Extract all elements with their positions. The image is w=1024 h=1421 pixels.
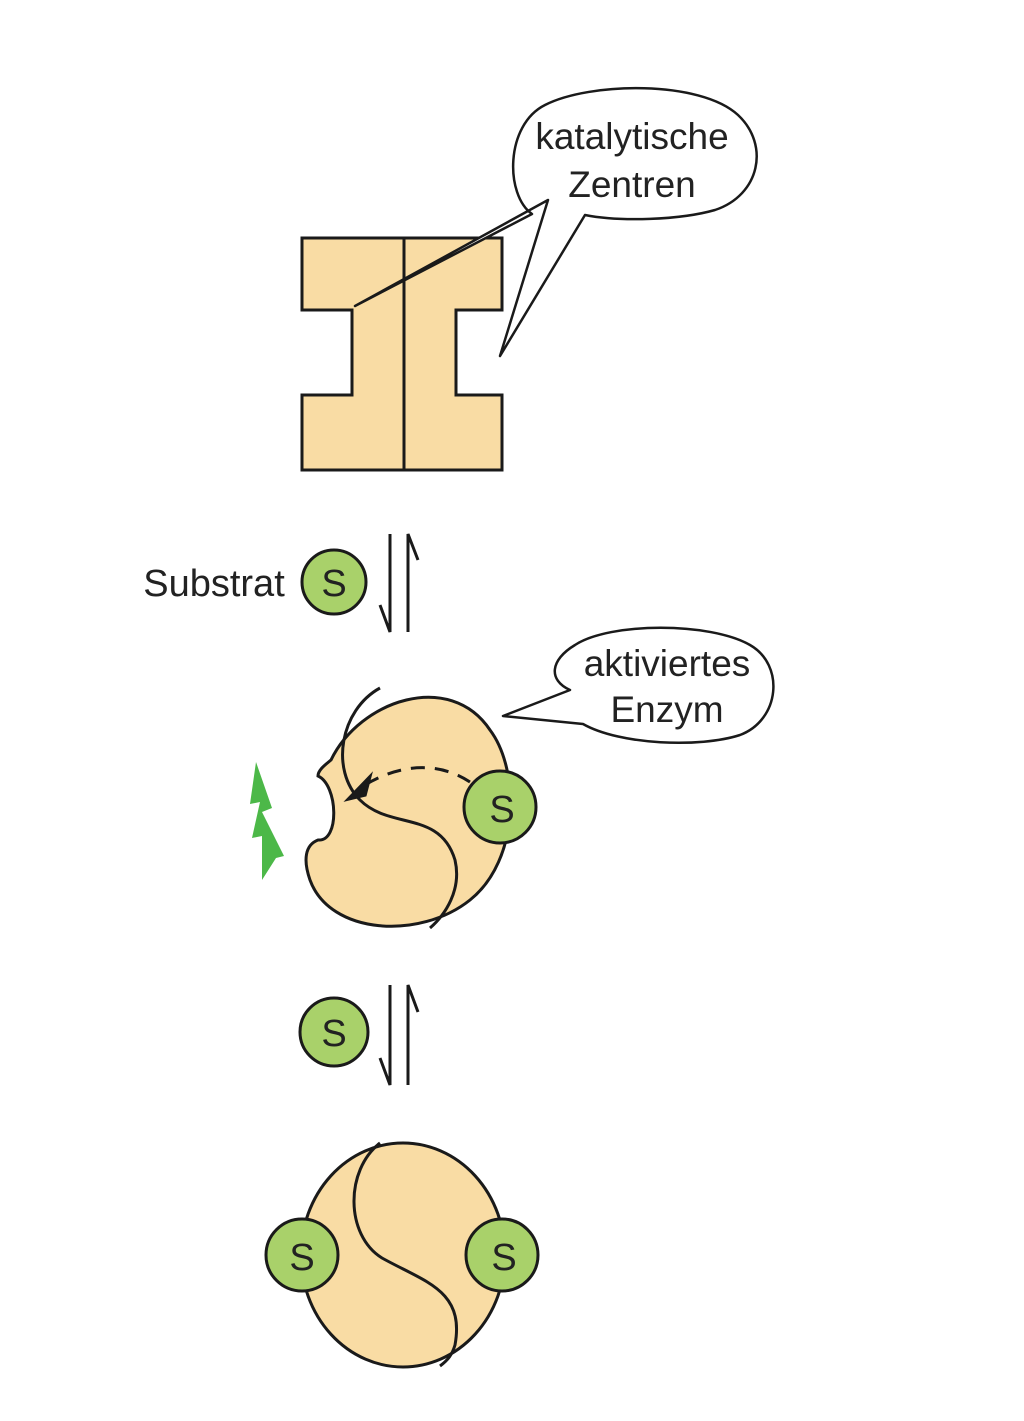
substrate-symbol: S <box>289 1237 314 1279</box>
callout-catalytic-centers: katalytische Zentren <box>353 86 758 358</box>
arrow-up-icon <box>406 984 420 1085</box>
fully-bound-enzyme: S S <box>264 1141 540 1369</box>
substrate-symbol: S <box>321 1013 346 1055</box>
arrow-down-icon <box>378 985 392 1086</box>
callout-activated-enzyme: aktiviertes Enzym <box>501 626 775 745</box>
callout-activated-line2: Enzym <box>610 689 723 730</box>
arrow-down-icon <box>378 534 392 633</box>
bound-substrate-left: S <box>264 1217 340 1293</box>
free-substrate-2: S <box>298 996 370 1068</box>
callout-bubble <box>501 626 775 745</box>
bound-substrate-right: S <box>462 769 538 845</box>
conformation-change-arrow <box>359 766 471 790</box>
inactive-enzyme-right-half <box>402 236 504 472</box>
equilibrium-arrows-1 <box>378 533 420 633</box>
arrow-up-icon <box>406 533 420 632</box>
free-substrate-1: S <box>300 548 368 616</box>
activated-enzyme: S <box>250 686 538 930</box>
callout-bubble <box>353 86 758 358</box>
lightning-icon <box>250 762 284 880</box>
equilibrium-step-2: S <box>298 984 420 1086</box>
fully-bound-enzyme-divider <box>352 1141 458 1368</box>
activated-enzyme-body <box>304 695 512 928</box>
inactive-enzyme <box>300 236 504 472</box>
callout-catalytic-line2: Zentren <box>568 164 696 205</box>
bound-substrate-right: S <box>464 1217 540 1293</box>
callout-catalytic-line1: katalytische <box>535 116 728 157</box>
activated-enzyme-divider <box>341 686 458 930</box>
substrate-symbol: S <box>321 563 346 605</box>
equilibrium-arrows-2 <box>378 984 420 1086</box>
substrate-symbol: S <box>491 1237 516 1279</box>
substrate-label: Substrat <box>143 563 285 605</box>
callout-activated-line1: aktiviertes <box>584 643 751 684</box>
inactive-enzyme-left-half <box>300 236 406 472</box>
substrate-symbol: S <box>489 789 514 831</box>
arrowhead-icon <box>343 771 373 802</box>
equilibrium-step-1: Substrat S <box>143 533 420 633</box>
